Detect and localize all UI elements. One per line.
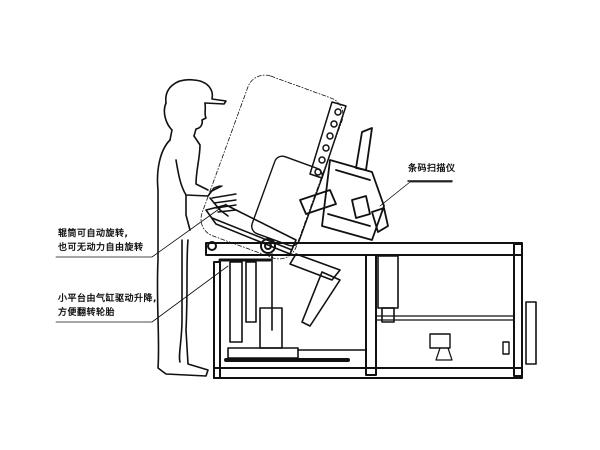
roller-annotation-line2: 也可无动力自由旋转 [58,243,144,253]
platform-annotation-line2: 方便翻转轮胎 [58,308,116,318]
roller-arm [205,204,297,255]
scanner-frame [299,127,389,241]
operator-figure [156,78,229,377]
roller-chain [309,101,347,179]
side-panel [525,301,537,365]
tilt-arm [289,253,341,327]
annotation-leaders [55,180,453,323]
control-box [429,333,451,349]
side-switch [502,341,510,355]
right-cylinder [377,255,399,323]
machine-frame [205,238,523,379]
roller-annotation-line1: 辊筒可自动旋转, [58,229,129,239]
scanner-annotation: 条码扫描仪 [408,164,456,174]
lift-cylinder [224,253,367,362]
platform-annotation-line1: 小平台由气缸驱动升降, [58,294,157,304]
tire-panel [251,155,323,247]
hand [209,185,237,213]
tire-outline-dashed [200,74,344,260]
